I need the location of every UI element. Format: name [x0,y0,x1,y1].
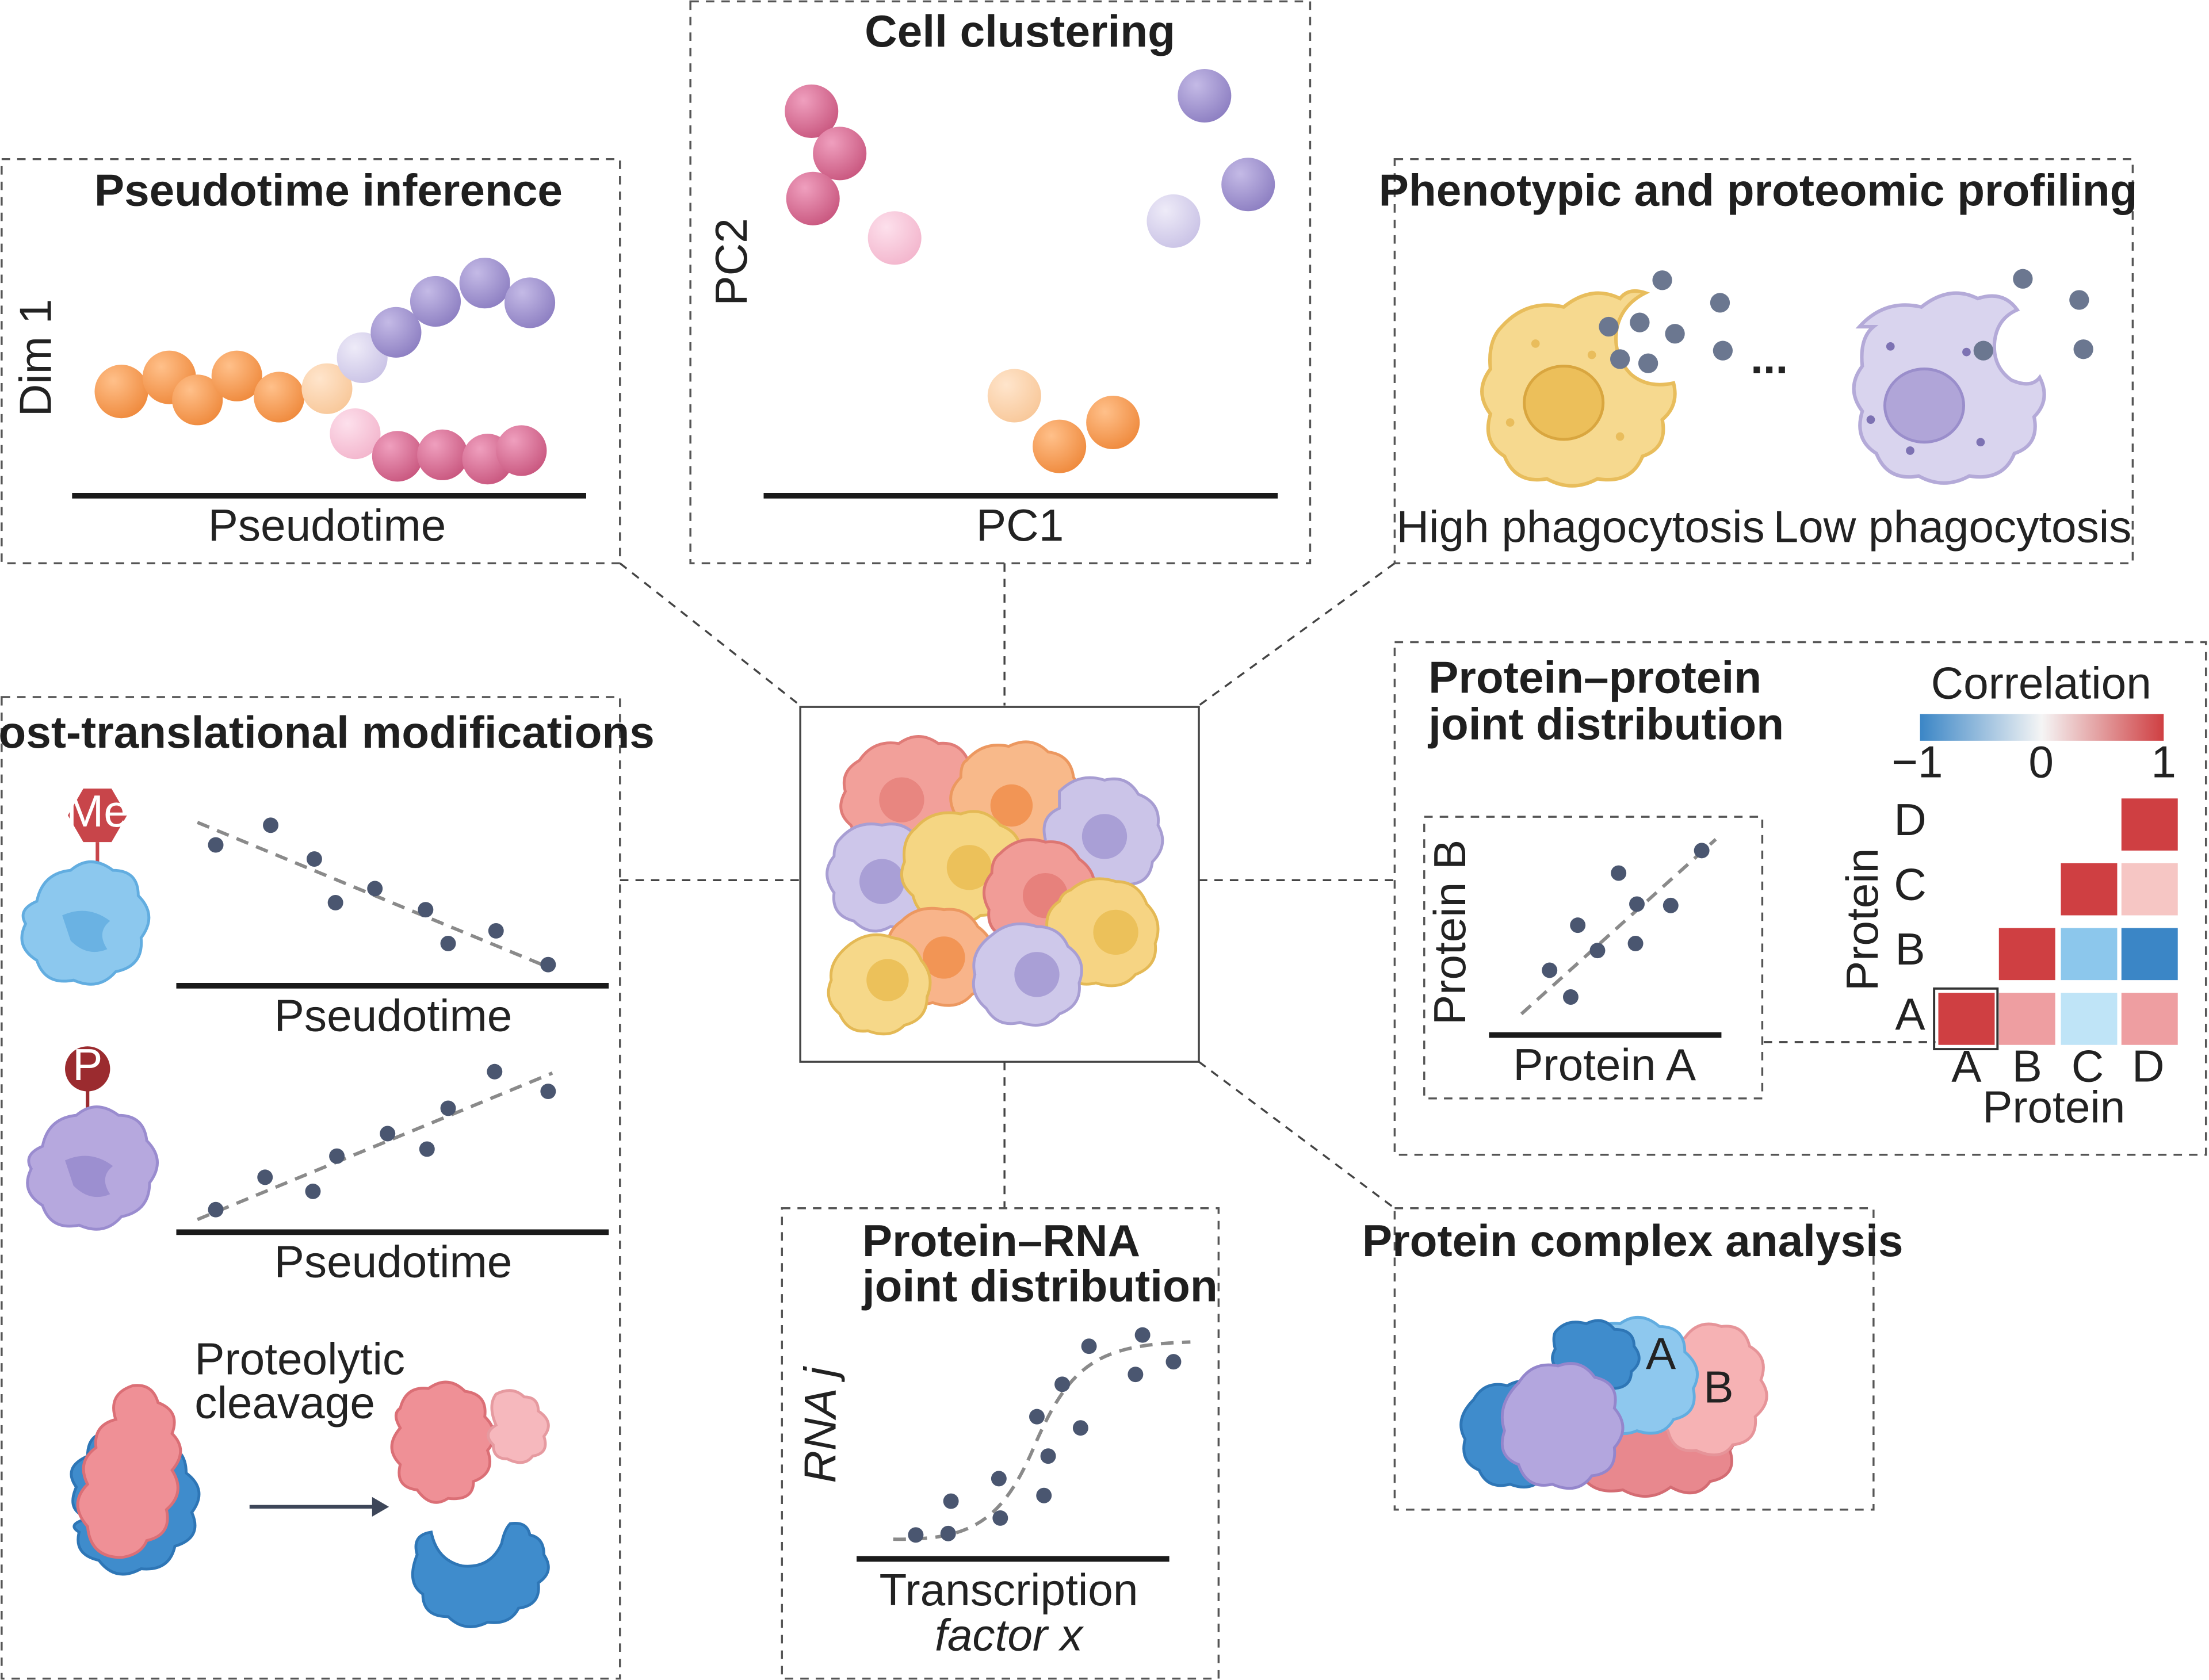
cell-D-D [2121,798,2178,851]
trajectory-cells [94,258,556,485]
cell-purple-3 [972,922,1083,1027]
cell-A-D [2121,993,2178,1045]
panel-title: Phenotypic and proteomic profiling [1379,164,2138,215]
cell-C-C [2061,863,2118,916]
panel-title-line1: Protein–RNA [862,1215,1140,1266]
sigmoid-scatter [908,1327,1182,1543]
phosphorylation-scatter [197,1063,556,1222]
cell-B-B [1998,928,2055,981]
panel-protein-protein-joint-distribution: Protein–protein joint distribution Prote… [1393,641,2207,1156]
cell-population-image [799,706,1200,1063]
y-axis-label: PC2 [706,218,756,305]
row-label-A: A [1895,989,1925,1039]
protein-complex-icon [1459,1316,1768,1498]
methyl-tag-label: Me [66,786,129,836]
cluster-purple [1146,68,1275,248]
panel-title-line1: Protein–protein [1428,652,1761,703]
cell-A-A [1938,993,1995,1045]
panel-title-line2: joint distribution [1427,698,1784,749]
highlight-box [1933,987,1999,1051]
cluster-orange [987,369,1140,473]
y-axis-label: Protein B [1424,840,1475,1025]
correlation-heatmap: Correlation −1 0 1 [1837,657,2178,1132]
panel-protein-rna-joint-distribution: Protein–RNA joint distribution RNA j Tra… [781,1207,1220,1680]
x-axis-label: Pseudotime [208,500,446,550]
row-label-D: D [1894,794,1927,845]
cell-yellow-3 [827,933,932,1036]
connector-lines [619,562,1936,1210]
row-label-B: B [1895,924,1925,974]
cleavage-label-line1: Proteolytic [194,1334,405,1384]
cell-A-C [2061,993,2118,1045]
legend-title: Correlation [1931,657,2151,708]
cleavage-label-line2: cleavage [194,1377,375,1428]
panel-title: Pseudotime inference [94,164,563,215]
cluster-pink [785,84,922,265]
high-phagocytosis-label: High phagocytosis [1396,502,1764,552]
phospho-tag-label: P [72,1039,102,1090]
colorbar [1920,714,2164,741]
cell-C-D [2121,863,2178,916]
x-axis-label-top: Pseudotime [274,990,513,1040]
cell-B-C [2061,928,2118,981]
low-phagocytosis-label: Low phagocytosis [1774,502,2132,552]
macrophage-high-phagocytosis [1480,289,1677,488]
heatmap-y-axis-label: Protein [1837,848,1887,991]
intact-protein-icon [70,1384,201,1576]
colorbar-tick-min: −1 [1891,737,1943,787]
panel-pseudotime-inference: Pseudotime inference Dim 1 Pseudotime [1,158,621,565]
y-axis-label: Dim 1 [10,299,61,417]
panel-title-line2: joint distribution [861,1260,1218,1311]
heatmap-cells [1933,798,2178,1051]
row-label-C: C [1894,859,1927,910]
x-axis-label: Protein A [1513,1039,1696,1090]
subunit-label-b: B [1703,1362,1733,1413]
ellipsis-label: ... [1751,332,1788,383]
heatmap-x-axis-label: Protein [1982,1081,2125,1132]
x-axis-label-line1: Transcription [880,1564,1138,1615]
phosphorylated-protein-icon: P [26,1039,159,1231]
colorbar-tick-mid: 0 [2028,737,2054,787]
panel-post-translational-modifications: Post-translational modifications Me Pseu… [0,696,655,1680]
particles-low [1973,269,2093,361]
panel-phenotypic-profiling: Phenotypic and proteomic profiling ... H… [1379,158,2138,565]
cleaved-fragments-icon [390,1380,550,1628]
x-axis-label-bottom: Pseudotime [274,1237,513,1287]
x-axis-label-line2: factor x [935,1610,1084,1660]
methylated-protein-icon: Me [20,786,151,986]
subunit-label-a: A [1646,1328,1676,1379]
inset-scatter: Protein B Protein A [1423,816,1764,1100]
x-axis-label: PC1 [976,500,1064,550]
panel-title: Protein complex analysis [1362,1215,1904,1266]
panel-title: Post-translational modifications [0,707,655,757]
particles-high [1599,270,1733,373]
methylation-scatter [197,817,556,973]
col-label-C: C [2072,1040,2104,1091]
colorbar-tick-max: 1 [2151,737,2176,787]
panel-title: Cell clustering [865,6,1175,56]
col-label-D: D [2132,1040,2165,1091]
panel-cell-clustering: Cell clustering PC2 PC1 [689,0,1312,565]
cleavage-arrow [249,1497,389,1517]
col-label-A: A [1951,1040,1982,1091]
panel-protein-complex-analysis: Protein complex analysis A B [1362,1207,1904,1511]
macrophage-low-phagocytosis [1852,291,2046,485]
cell-B-D [2121,928,2178,981]
cell-A-B [1998,993,2055,1045]
y-axis-label: RNA j [794,1365,845,1483]
col-label-B: B [2012,1040,2042,1091]
